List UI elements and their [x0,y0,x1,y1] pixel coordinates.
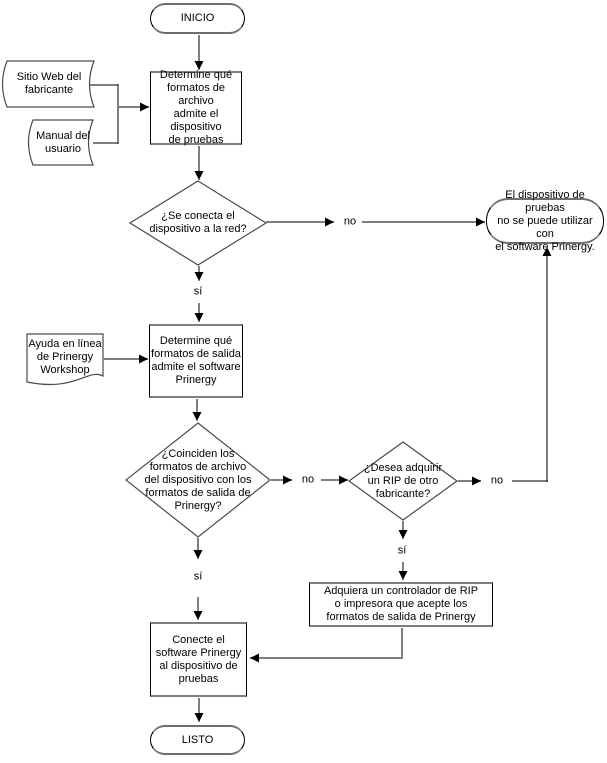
process-connect-software-label: Conecte el software Prinergy al disposit… [155,633,242,685]
terminator-cannot-use: El dispositivo de pruebas no se puede ut… [486,189,604,253]
document-online-help-label: Ayuda en línea de Prinergy Workshop [28,337,102,376]
edge-label-rip-no: no [488,474,506,488]
edge-label-match-no: no [299,473,317,487]
edge-label-network-yes: sí [191,285,205,299]
terminator-start-label: INICIO [180,12,215,24]
document-online-help-shape [26,333,104,386]
decision-rip-label: ¿Desea adquirir un RIP de otro fabricant… [363,461,443,500]
process-determine-file-formats: Determine qué formatos de archivo admite… [150,69,242,146]
terminator-start: INICIO [150,3,245,34]
stored-data-web-site-label: Sitio Web del fabricante [16,71,82,96]
terminator-end: LISTO [150,725,245,755]
process-connect-software: Conecte el software Prinergy al disposit… [150,622,247,697]
stored-data-manual-shape [27,119,94,166]
decision-formats-match-shape [125,422,271,538]
process-acquire-rip-label: Adquiera un controlador de RIP o impreso… [323,585,479,623]
stored-data-manual-label: Manual del usuario [36,129,90,155]
decision-formats-match-label: ¿Coinciden los formatos de archivo del d… [144,447,252,512]
terminator-cannot-use-label: El dispositivo de pruebas no se puede ut… [495,188,595,253]
decision-network-shape [128,180,268,266]
process-determine-file-formats-label: Determine qué formatos de archivo admite… [159,69,233,146]
decision-rip-shape [347,441,459,521]
edge-label-network-no: no [341,215,359,229]
stored-data-web-site-shape [1,60,95,108]
edge-label-match-yes: sí [191,570,205,584]
terminator-end-label: LISTO [181,733,214,746]
edge-label-rip-yes: sí [395,544,409,558]
process-determine-output-formats-label: Determine qué formatos de salida admite … [151,335,241,386]
decision-network-label: ¿Se conecta el dispositivo a la red? [149,210,247,235]
process-acquire-rip: Adquiera un controlador de RIP o impreso… [309,582,493,627]
process-determine-output-formats: Determine qué formatos de salida admite … [149,324,243,398]
